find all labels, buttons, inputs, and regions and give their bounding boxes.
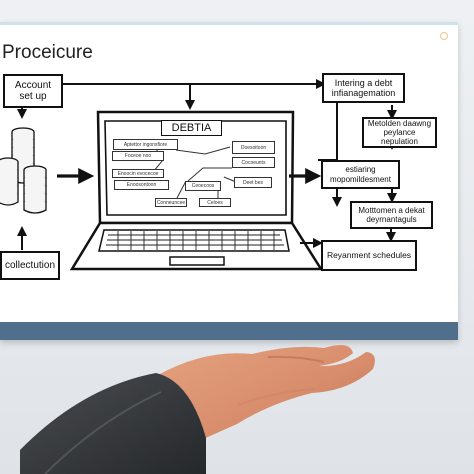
board-bottom-bar <box>0 322 458 340</box>
screen-title-box: DEBTIA <box>161 120 222 136</box>
board-top-rule <box>0 22 458 25</box>
screen-box-10: Celoes <box>199 198 231 207</box>
screen-box-2: Foceoe noo <box>112 151 164 161</box>
screen-box-8: Ceoecoos <box>185 181 221 191</box>
suit-sleeve-photo <box>20 373 206 474</box>
corner-mark-icon <box>440 32 448 40</box>
screen-box-1: Aptettor ingonsfiore <box>113 139 178 150</box>
screen-box-3: Enoocin evocecoe <box>112 169 164 178</box>
collection-box: collectution <box>0 251 60 280</box>
repayment-schedules-box: Reyanment schedules <box>321 240 417 271</box>
diagram-title: Proceicure <box>2 42 93 63</box>
account-setup-box: Account set up <box>3 74 63 108</box>
hand-photo <box>158 344 375 448</box>
payment-calculation-box: Metolden daawng peylance nepulation <box>362 117 437 148</box>
debt-adjustment-box: Motttomen a dekat deyrnantaguls <box>350 201 433 229</box>
screen-box-4: Enoosontoon <box>114 180 169 190</box>
debt-management-box: Intering a debt infianagemation <box>322 73 405 103</box>
screen-box-5: Doesoitoon <box>232 141 275 154</box>
screen-box-6: Cocoeunts <box>232 157 275 168</box>
repayment-estimate-box: estiaring mopomildesment <box>321 160 400 189</box>
screen-box-7: Deet bes <box>234 177 272 188</box>
screen-box-9: Conneuncee <box>155 198 187 207</box>
